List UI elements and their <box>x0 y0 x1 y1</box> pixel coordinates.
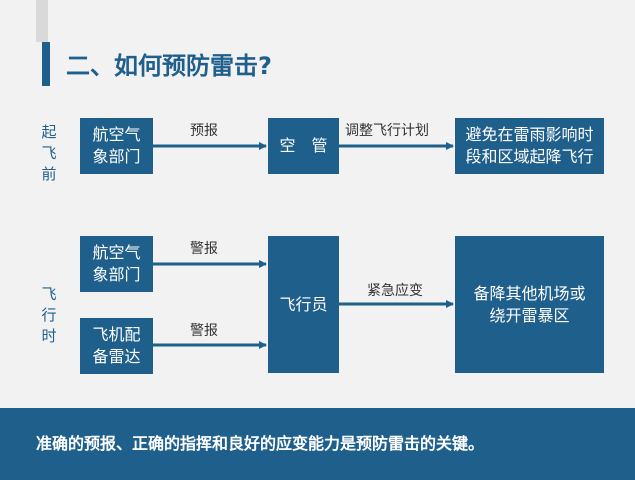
box-aircraft-radar: 飞机配备雷达 <box>80 318 153 374</box>
box-met-dept-before: 航空气象部门 <box>80 118 153 174</box>
footer-banner: 准确的预报、正确的指挥和良好的应变能力是预防雷击的关键。 <box>0 408 635 480</box>
page-title: 二、如何预防雷击? <box>66 52 272 80</box>
box-avoid-thunderstorm: 避免在雷雨影响时段和区域起降飞行 <box>455 118 604 174</box>
label-warning-1: 警报 <box>190 241 218 257</box>
label-emergency-response: 紧急应变 <box>367 283 423 299</box>
label-adjust-flight-plan: 调整飞行计划 <box>345 123 429 139</box>
box-atc: 空 管 <box>268 118 339 174</box>
label-warning-2: 警报 <box>190 323 218 339</box>
label-forecast: 预报 <box>190 123 218 139</box>
phase-label-during-flight: 飞行时 <box>41 285 57 345</box>
title-accent-bar <box>42 42 50 86</box>
phase-label-before-flight: 起飞前 <box>41 123 57 183</box>
top-decor-stripe <box>36 0 48 42</box>
box-met-dept-during: 航空气象部门 <box>80 236 153 292</box>
box-divert-or-detour: 备降其他机场或绕开雷暴区 <box>455 236 604 373</box>
box-pilot: 飞行员 <box>268 236 339 373</box>
